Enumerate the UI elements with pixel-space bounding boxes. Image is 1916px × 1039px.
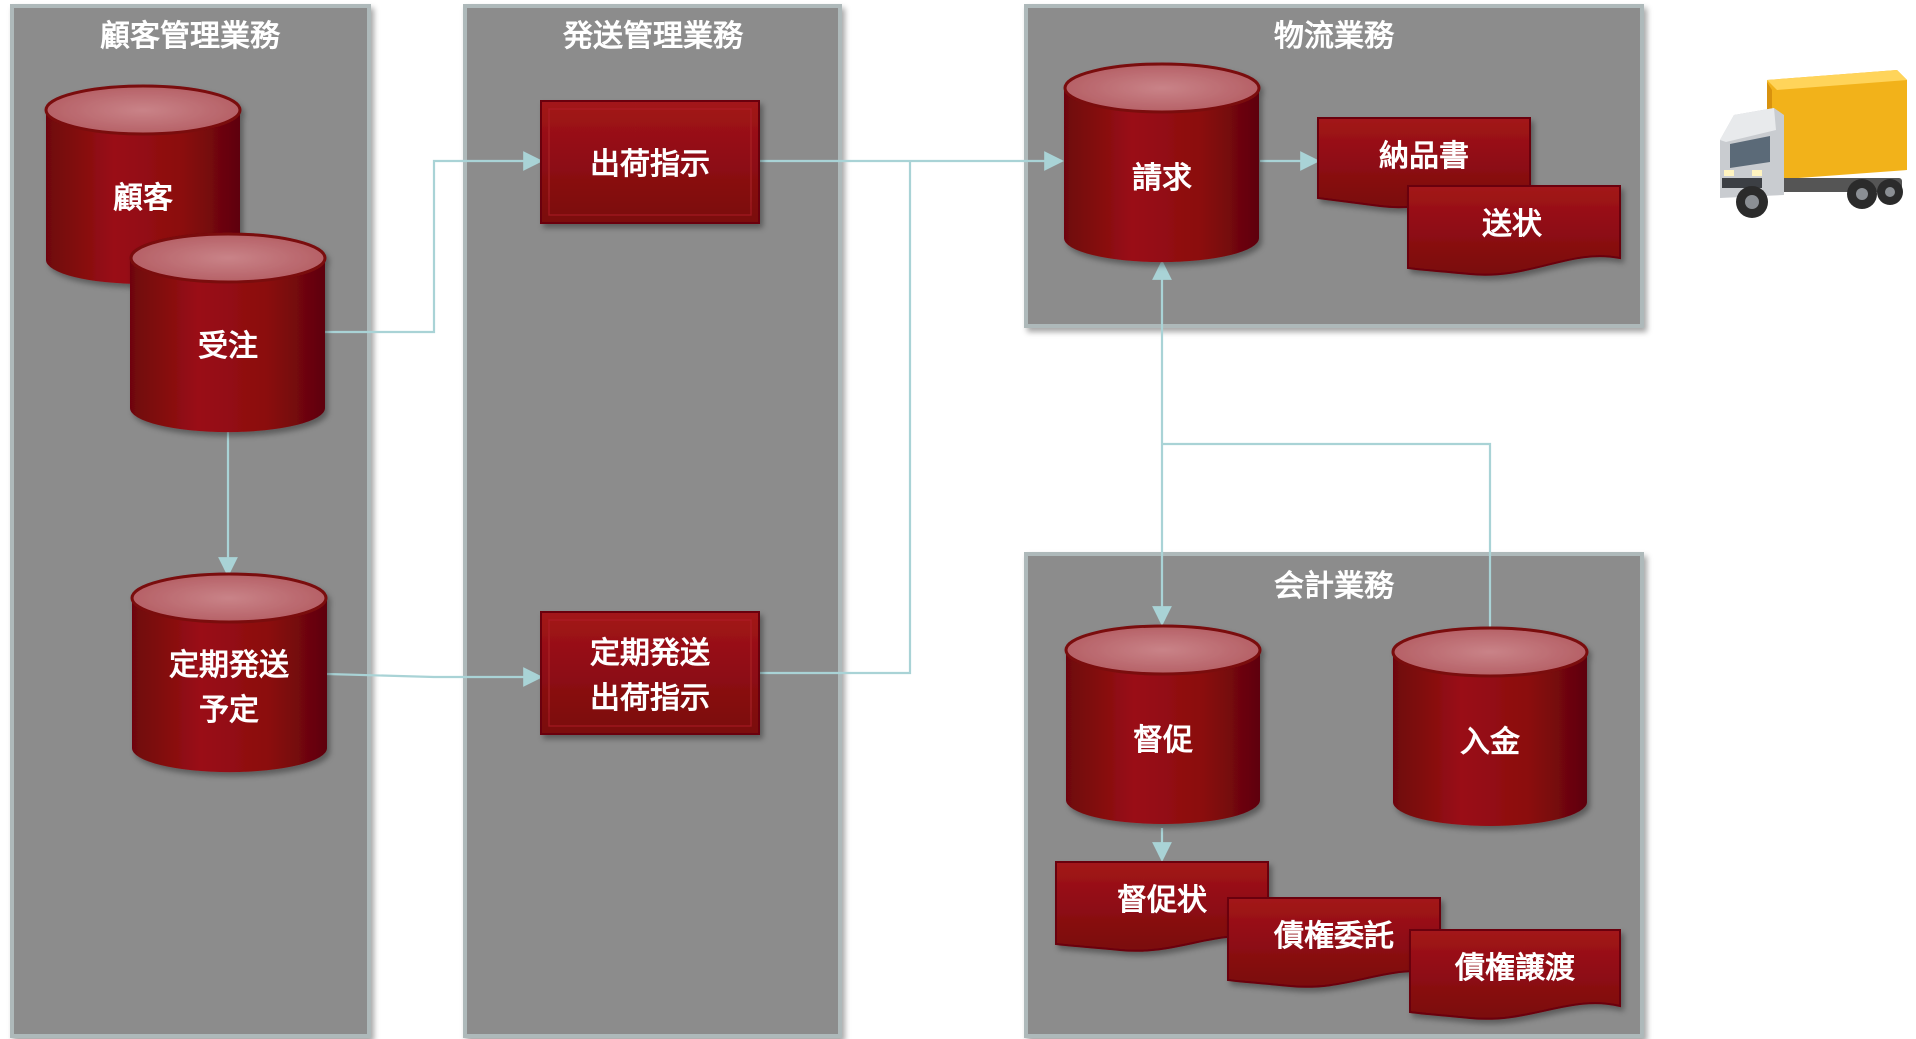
node-label-periodic-schedule-1: 定期発送	[169, 648, 289, 683]
node-label-delivery-note: 納品書	[1379, 139, 1469, 174]
node-shipping-instruction: 出荷指示	[540, 100, 760, 224]
node-order: 受注	[129, 232, 327, 433]
node-debt-transfer: 債権譲渡	[1409, 929, 1621, 1020]
connector-payment-to-invoice	[1162, 442, 1492, 628]
panel-title-customer: 顧客管理業務	[100, 19, 281, 54]
node-label-dunning: 督促	[1133, 723, 1193, 758]
node-waybill: 送状	[1407, 185, 1621, 276]
node-label-customer: 顧客	[113, 181, 173, 216]
node-payment: 入金	[1391, 626, 1589, 826]
node-dunning-letter: 督促状	[1055, 861, 1269, 952]
node-label-periodic-instruction-1: 定期発送	[590, 636, 710, 671]
node-label-periodic-schedule-2: 予定	[199, 693, 259, 728]
node-label-debt-transfer: 債権譲渡	[1454, 951, 1576, 986]
node-periodic-instruction: 定期発送 出荷指示	[540, 611, 760, 735]
node-label-order: 受注	[198, 329, 258, 364]
node-debt-collection: 債権委託	[1227, 897, 1441, 988]
node-label-debt-collection: 債権委託	[1273, 919, 1394, 954]
node-label-waybill: 送状	[1482, 207, 1543, 242]
node-label-invoice: 請求	[1132, 161, 1192, 196]
node-invoice: 請求	[1063, 62, 1261, 263]
delivery-truck-icon	[1720, 70, 1907, 218]
panel-title-shipping: 発送管理業務	[562, 19, 744, 54]
connector-periodic-to-invoice	[758, 161, 912, 675]
panel-title-accounting: 会計業務	[1274, 569, 1395, 604]
node-label-periodic-instruction-2: 出荷指示	[590, 681, 710, 716]
node-dunning: 督促	[1064, 624, 1262, 824]
connector-order-to-shipping	[325, 151, 543, 334]
connectors	[218, 151, 1492, 862]
panel-title-logistics: 物流業務	[1274, 19, 1395, 54]
node-label-dunning-letter: 督促状	[1117, 883, 1208, 918]
node-label-shipping-instruction: 出荷指示	[590, 147, 710, 182]
connector-schedule-to-periodic	[326, 667, 543, 687]
node-label-payment: 入金	[1460, 725, 1521, 760]
node-delivery-note: 納品書	[1317, 117, 1531, 209]
node-periodic-schedule: 定期発送 予定	[130, 572, 328, 773]
